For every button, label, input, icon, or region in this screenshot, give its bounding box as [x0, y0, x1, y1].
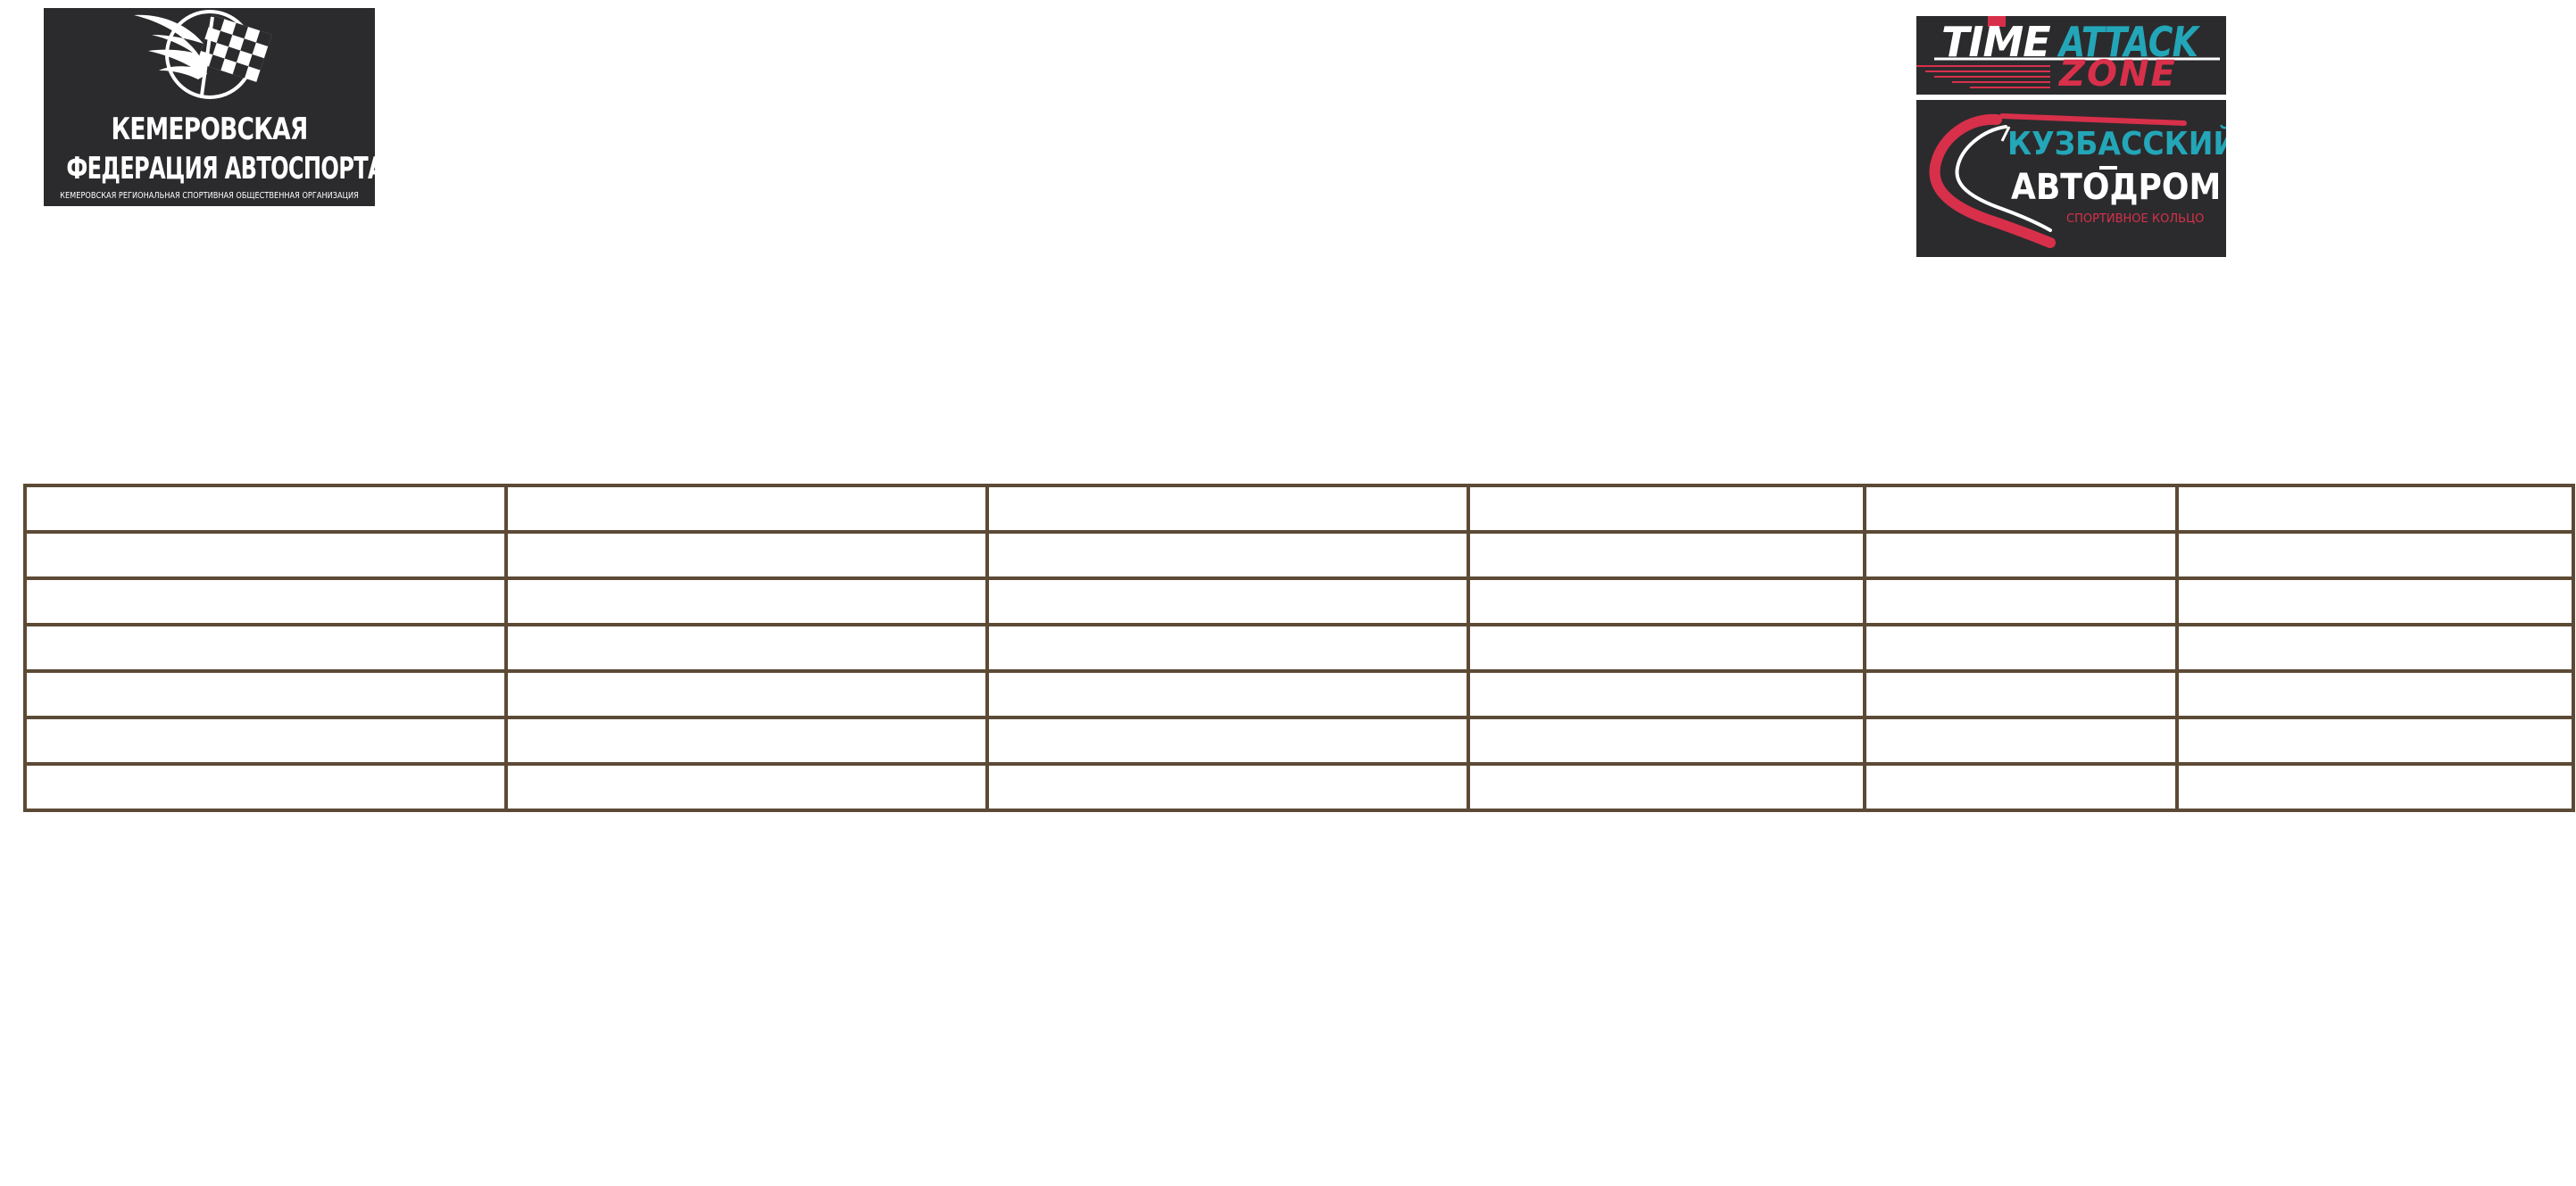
table-cell — [504, 669, 989, 719]
table-cell — [1863, 530, 2179, 580]
table-cell — [504, 762, 989, 812]
federation-subtitle: КЕМЕРОВСКАЯ РЕГИОНАЛЬНАЯ СПОРТИВНАЯ ОБЩЕ… — [60, 191, 359, 201]
table-cell — [985, 762, 1470, 812]
table-cell — [1467, 484, 1866, 534]
logo-word-time: TIME — [1941, 18, 2051, 66]
table-cell — [1467, 530, 1866, 580]
table-cell — [985, 716, 1470, 766]
table-cell — [2175, 576, 2575, 626]
table-cell — [1863, 716, 2179, 766]
table-cell — [504, 530, 989, 580]
table-row — [23, 623, 2575, 673]
table-cell — [1863, 623, 2179, 673]
winged-checkered-flag-icon — [133, 10, 272, 99]
table-cell — [1467, 716, 1866, 766]
table-row — [23, 484, 2575, 534]
table-cell — [985, 484, 1470, 534]
table-cell — [23, 669, 508, 719]
results-table — [23, 484, 2575, 812]
table-cell — [2175, 669, 2575, 719]
table-row — [23, 762, 2575, 812]
table-cell — [2175, 484, 2575, 534]
table-row — [23, 669, 2575, 719]
table-cell — [2175, 716, 2575, 766]
table-cell — [1467, 762, 1866, 812]
table-cell — [23, 716, 508, 766]
table-cell — [504, 716, 989, 766]
table-row — [23, 530, 2575, 580]
table-cell — [23, 484, 508, 534]
logo-word-attack: ATTACK — [2059, 18, 2198, 66]
federation-name-line2: ФЕДЕРАЦИЯ АВТОСПОРТА — [66, 151, 375, 187]
table-cell — [1863, 576, 2179, 626]
table-cell — [2175, 762, 2575, 812]
table-cell — [1863, 669, 2179, 719]
table-cell — [1863, 484, 2179, 534]
table-cell — [504, 623, 989, 673]
table-cell — [985, 623, 1470, 673]
table-cell — [1467, 623, 1866, 673]
table-cell — [985, 576, 1470, 626]
table-cell — [1863, 762, 2179, 812]
table-cell — [2175, 530, 2575, 580]
results-table-body — [23, 484, 2575, 812]
table-cell — [23, 576, 508, 626]
federation-name-line1: КЕМЕРОВСКАЯ — [111, 112, 308, 147]
table-cell — [504, 576, 989, 626]
table-row — [23, 716, 2575, 766]
table-cell — [504, 484, 989, 534]
autodrom-name-line1: КУЗБАССКИЙ — [2007, 126, 2226, 162]
table-row — [23, 576, 2575, 626]
kuzbass-autodrom-logo: КУЗБАССКИЙ АВТОДРОМ СПОРТИВНОЕ КОЛЬЦО — [1916, 100, 2226, 257]
table-cell — [23, 530, 508, 580]
logo-word-zone: ZONE — [2059, 54, 2177, 95]
autodrom-subtitle: СПОРТИВНОЕ КОЛЬЦО — [2066, 212, 2205, 226]
time-attack-zone-logo: TIME ATTACK ZONE — [1916, 16, 2226, 95]
table-cell — [985, 669, 1470, 719]
table-cell — [2175, 623, 2575, 673]
speed-lines-icon — [1916, 16, 2220, 88]
table-cell — [985, 530, 1470, 580]
table-cell — [1467, 669, 1866, 719]
autodrom-name-line2: АВТОДРОМ — [2011, 167, 2222, 208]
table-cell — [23, 623, 508, 673]
federation-logo: КЕМЕРОВСКАЯ ФЕДЕРАЦИЯ АВТОСПОРТА КЕМЕРОВ… — [44, 8, 375, 206]
race-track-swoosh-icon — [1929, 113, 2187, 248]
table-cell — [1467, 576, 1866, 626]
table-cell — [23, 762, 508, 812]
